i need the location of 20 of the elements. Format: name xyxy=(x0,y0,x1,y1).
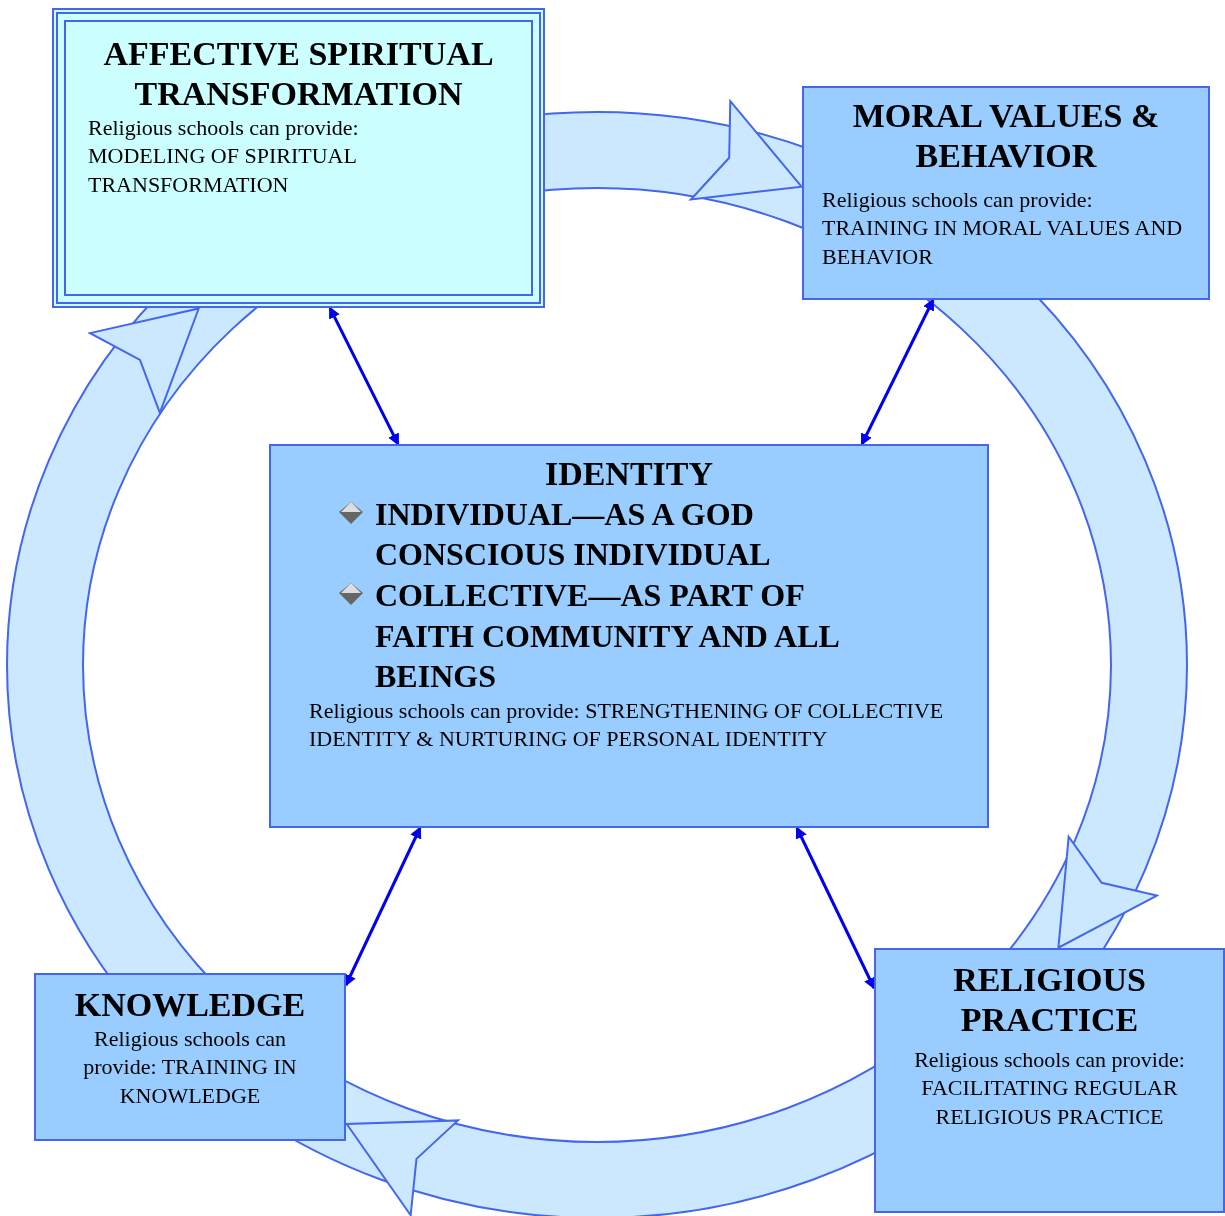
box-heading: MORAL VALUES & BEHAVIOR xyxy=(851,96,1161,176)
concept-box xyxy=(34,973,346,1141)
box-description: Religious schools can provide: STRENGTHENING OF COLLECTIVE IDENTITY & NURTURING OF PERSONAL IDENTITY xyxy=(309,696,945,754)
box-heading: RELIGIOUS PRACTICE xyxy=(952,960,1147,1040)
box-heading: AFFECTIVE SPIRITUAL TRANSFORMATION xyxy=(102,34,495,114)
concept-box xyxy=(874,948,1225,1213)
concept-box xyxy=(52,8,545,308)
box-description: Religious schools can provide: TRAINING IN MORAL VALUES AND BEHAVIOR xyxy=(822,185,1184,271)
double-arrow xyxy=(795,826,876,990)
double-arrow xyxy=(328,306,400,446)
box-description: Religious schools can provide: MODELING OF SPIRITUAL TRANSFORMATION xyxy=(88,113,360,199)
box-description: Religious schools can provide: FACILITATING REGULAR RELIGIOUS PRACTICE xyxy=(913,1045,1186,1131)
double-arrow xyxy=(860,298,935,446)
concept-box xyxy=(802,86,1210,300)
box-heading: IDENTITY xyxy=(543,454,715,494)
bullet-text: INDIVIDUAL—AS A GOD CONSCIOUS INDIVIDUAL xyxy=(375,494,772,575)
box-heading: KNOWLEDGE xyxy=(73,985,307,1025)
center-box xyxy=(269,444,989,828)
bullet-text: COLLECTIVE—AS PART OF FAITH COMMUNITY AND ALL BEINGS xyxy=(375,576,840,697)
box-description: Religious schools can provide: TRAINING IN KNOWLEDGE xyxy=(82,1024,298,1110)
